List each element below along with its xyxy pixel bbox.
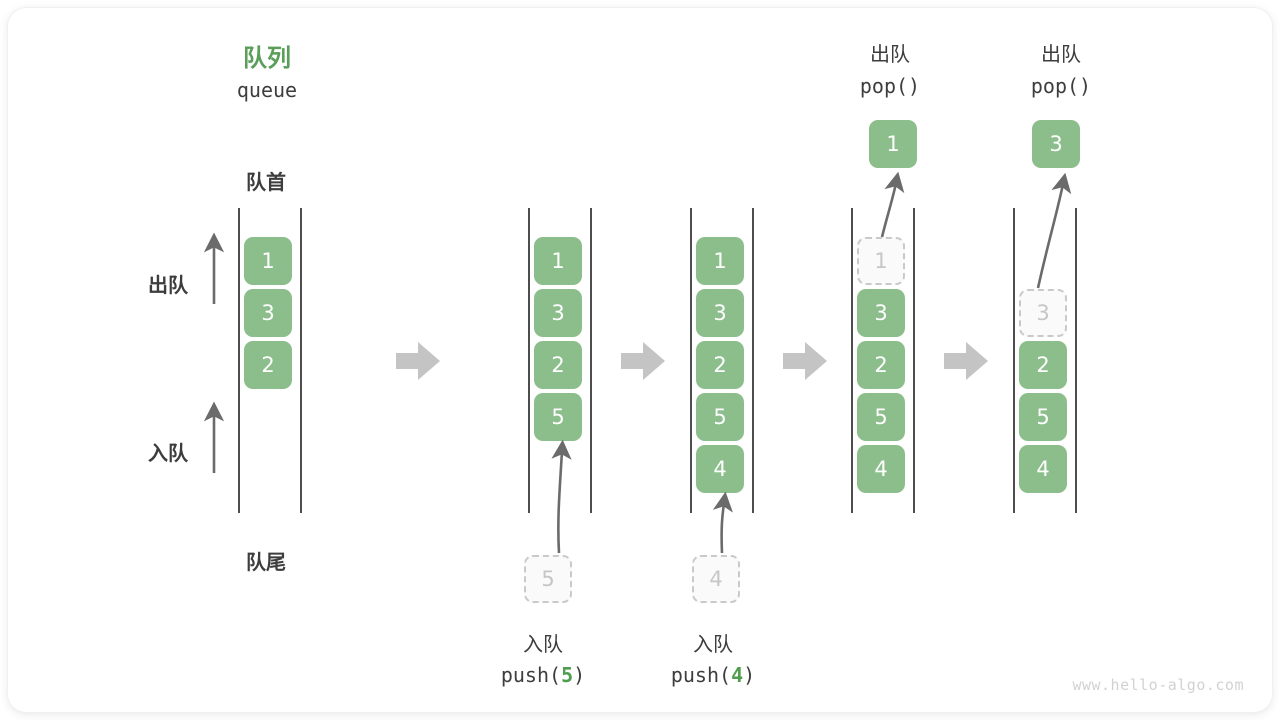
queue-rail-left: [690, 208, 692, 513]
queue-element: 2: [696, 341, 744, 389]
pop-1-arrow: [880, 171, 905, 238]
queue-element: 1: [244, 237, 292, 285]
queue-rail-left: [238, 208, 240, 513]
queue-element: 4: [857, 445, 905, 493]
queue-rail-right: [1075, 208, 1077, 513]
queue-element: 4: [1019, 445, 1067, 493]
queue-element-new: 4: [696, 445, 744, 493]
push-call-value: 4: [731, 663, 744, 687]
push-caption-cn: 入队: [693, 632, 733, 656]
queue-element: 3: [696, 289, 744, 337]
arrow-overlay: [203, 171, 1072, 554]
pop-caption-cn: 出队: [870, 42, 910, 66]
queue-element: 2: [244, 341, 292, 389]
push-caption-cn: 入队: [523, 632, 563, 656]
push-caption-call: push(5): [501, 663, 585, 687]
diagram-title-cn: 队列: [243, 44, 291, 72]
queue-element: 2: [534, 341, 582, 389]
pop-caption-cn: 出队: [1041, 42, 1081, 66]
popped-element: 1: [869, 120, 917, 168]
queue-rail-left: [528, 208, 530, 513]
diagram-card: 队列 queue 队首 队尾 出队 入队 1 3 2 1 3 2 5 5 入队 …: [8, 8, 1272, 712]
incoming-element-ghost: 5: [524, 555, 572, 603]
queue-element: 5: [696, 393, 744, 441]
removed-element-ghost: 1: [857, 237, 905, 285]
push-call-suffix: ): [573, 663, 586, 687]
push-caption-call: push(4): [671, 663, 755, 687]
push-call-suffix: ): [743, 663, 756, 687]
queue-element: 2: [1019, 341, 1067, 389]
pop-caption-call: pop(): [859, 74, 921, 98]
queue-element-new: 5: [534, 393, 582, 441]
queue-rail-right: [913, 208, 915, 513]
queue-element: 2: [857, 341, 905, 389]
queue-element: 5: [857, 393, 905, 441]
stage-transition-arrow: [944, 342, 988, 380]
push-5-arrow: [551, 439, 572, 554]
diagram-title-en: queue: [236, 78, 298, 102]
stage-transition-arrow: [621, 342, 665, 380]
popped-element: 3: [1032, 120, 1080, 168]
queue-element: 3: [857, 289, 905, 337]
queue-rail-right: [300, 208, 302, 513]
queue-element: 3: [244, 289, 292, 337]
push-call-value: 5: [561, 663, 574, 687]
stage-transition-arrow: [783, 342, 827, 380]
queue-rail-left: [851, 208, 853, 513]
incoming-element-ghost: 4: [692, 555, 740, 603]
queue-rail-left: [1013, 208, 1015, 513]
push-call-prefix: push(: [500, 663, 562, 687]
front-label: 队首: [246, 170, 286, 194]
queue-element: 3: [534, 289, 582, 337]
queue-element: 1: [696, 237, 744, 285]
queue-element: 1: [534, 237, 582, 285]
enqueue-label: 入队: [148, 441, 188, 465]
rear-label: 队尾: [246, 550, 286, 574]
push-4-arrow: [712, 491, 733, 554]
queue-element: 5: [1019, 393, 1067, 441]
push-call-prefix: push(: [670, 663, 732, 687]
queue-rail-right: [590, 208, 592, 513]
pop-caption-call: pop(): [1030, 74, 1092, 98]
watermark: www.hello-algo.com: [1072, 676, 1244, 694]
pop-3-arrow: [1036, 172, 1072, 289]
queue-rail-right: [752, 208, 754, 513]
removed-element-ghost: 3: [1019, 289, 1067, 337]
dequeue-label: 出队: [148, 273, 188, 297]
stage-transition-arrow: [396, 342, 440, 380]
